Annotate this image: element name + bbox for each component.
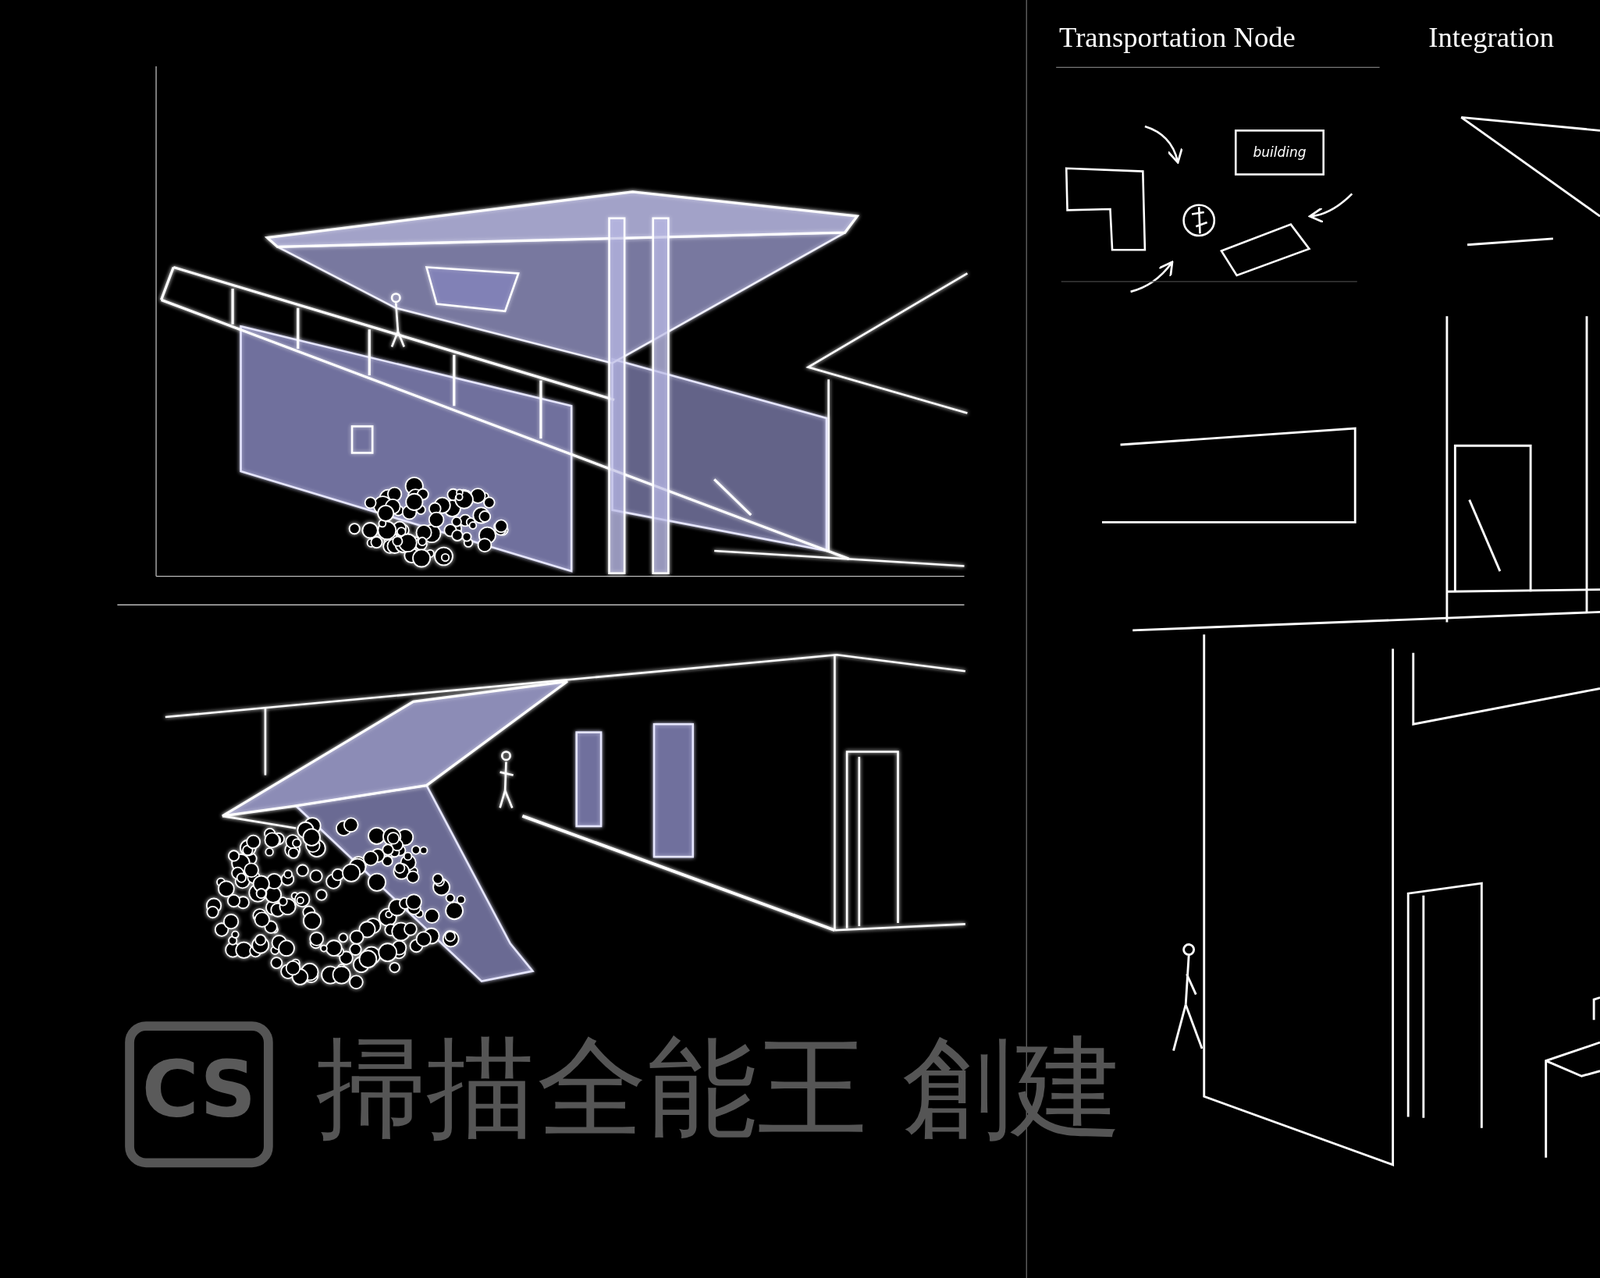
shrub-mark bbox=[446, 894, 456, 904]
shrub-mark bbox=[295, 892, 310, 907]
shrub-mark bbox=[412, 549, 431, 567]
shrub-mark bbox=[206, 906, 218, 918]
shrub-mark bbox=[288, 848, 299, 859]
shrub-mark bbox=[255, 935, 266, 946]
shrub-mark bbox=[332, 869, 345, 882]
shrub-mark bbox=[237, 873, 246, 882]
canopy-sketch-top bbox=[161, 192, 968, 574]
shrub-mark bbox=[292, 839, 301, 847]
shrub-mark bbox=[218, 881, 235, 897]
shrub-mark bbox=[264, 832, 280, 848]
panel-heading: Transportation Node bbox=[1059, 22, 1296, 54]
shrub-mark bbox=[406, 894, 422, 910]
shrub-mark bbox=[443, 931, 459, 947]
shrub-mark bbox=[254, 912, 270, 928]
shrub-mark bbox=[387, 832, 400, 845]
shrub-mark bbox=[455, 490, 473, 509]
shrub-mark bbox=[270, 957, 282, 969]
shrub-mark bbox=[227, 895, 240, 907]
shrub-mark bbox=[407, 871, 420, 884]
shrub-mark bbox=[349, 944, 361, 956]
shrub-mark bbox=[228, 850, 239, 861]
shrub-mark bbox=[368, 828, 385, 845]
shrub-mark bbox=[394, 863, 406, 874]
shrub-mark bbox=[445, 902, 463, 920]
shrub-mark bbox=[392, 536, 402, 547]
shrub-mark bbox=[444, 931, 456, 943]
shrub-mark bbox=[278, 897, 287, 906]
shrub-mark bbox=[368, 874, 386, 892]
panel-heading: Integration bbox=[1428, 22, 1554, 54]
shrub-mark bbox=[296, 864, 308, 876]
shrub-mark bbox=[441, 554, 449, 562]
box-label: building bbox=[1252, 145, 1306, 161]
shrub-mark bbox=[451, 529, 463, 541]
shrub-mark bbox=[231, 931, 239, 939]
shrub-mark bbox=[359, 950, 377, 968]
shrub-mark bbox=[455, 494, 463, 501]
shrub-mark bbox=[338, 933, 348, 943]
shrub-mark bbox=[405, 494, 423, 511]
shrub-mark bbox=[350, 931, 364, 945]
shrub-mark bbox=[469, 522, 477, 530]
shrub-mark bbox=[434, 547, 453, 566]
shrub-mark bbox=[412, 846, 420, 854]
shrub-mark bbox=[424, 909, 439, 924]
shrub-mark bbox=[404, 853, 413, 861]
shrub-mark bbox=[494, 519, 508, 533]
watermark-logo-text: CS bbox=[129, 1048, 269, 1134]
integration-sketch bbox=[1102, 117, 1600, 1166]
shrub-mark bbox=[404, 923, 417, 936]
node-sketch bbox=[1056, 67, 1380, 292]
shrub-mark bbox=[444, 931, 455, 941]
shrub-mark bbox=[333, 966, 351, 984]
shrub-mark bbox=[382, 844, 393, 855]
shrub-mark bbox=[296, 897, 303, 904]
shrub-mark bbox=[349, 975, 363, 989]
shrub-mark bbox=[416, 931, 432, 947]
watermark-logo bbox=[129, 1026, 269, 1163]
shrub-mark bbox=[349, 523, 360, 534]
shrub-mark bbox=[362, 522, 377, 538]
shrub-mark bbox=[462, 533, 472, 542]
shrub-mark bbox=[224, 914, 239, 929]
shrub-mark bbox=[433, 874, 444, 885]
shrub-mark bbox=[429, 512, 445, 528]
shrub-mark bbox=[377, 505, 394, 522]
shrub-mark bbox=[389, 963, 399, 973]
shrub-mark bbox=[344, 817, 359, 832]
shrub-mark bbox=[418, 537, 427, 546]
shrub-mark bbox=[363, 851, 378, 866]
canopy-sketch-bottom bbox=[165, 654, 966, 989]
shrub-mark bbox=[457, 896, 466, 904]
shrub-mark bbox=[326, 940, 342, 957]
shrub-mark bbox=[479, 511, 491, 523]
shrub-mark bbox=[303, 912, 321, 930]
shrub-mark bbox=[378, 943, 397, 962]
shrub-mark bbox=[265, 848, 274, 857]
shrub-mark bbox=[320, 945, 328, 953]
watermark-text: 掃描全能王 創建 bbox=[316, 1028, 1123, 1150]
shrub-mark bbox=[244, 863, 259, 878]
shrub-mark bbox=[256, 888, 267, 899]
shrub-mark bbox=[284, 870, 292, 879]
shrub-mark bbox=[246, 835, 260, 850]
shrub-mark bbox=[478, 538, 492, 552]
shrub-mark bbox=[370, 536, 382, 548]
shrub-mark bbox=[483, 497, 495, 509]
shrub-mark bbox=[316, 889, 327, 900]
shrub-mark bbox=[419, 846, 427, 854]
shrub-mark bbox=[365, 497, 377, 509]
shrub-mark bbox=[342, 864, 360, 882]
shrub-mark bbox=[286, 961, 301, 976]
sketch-box: building bbox=[1234, 129, 1325, 176]
shrub-mark bbox=[309, 932, 324, 946]
shrub-mark bbox=[278, 940, 295, 957]
shrub-mark bbox=[310, 870, 323, 882]
shrub-mark bbox=[302, 828, 320, 847]
